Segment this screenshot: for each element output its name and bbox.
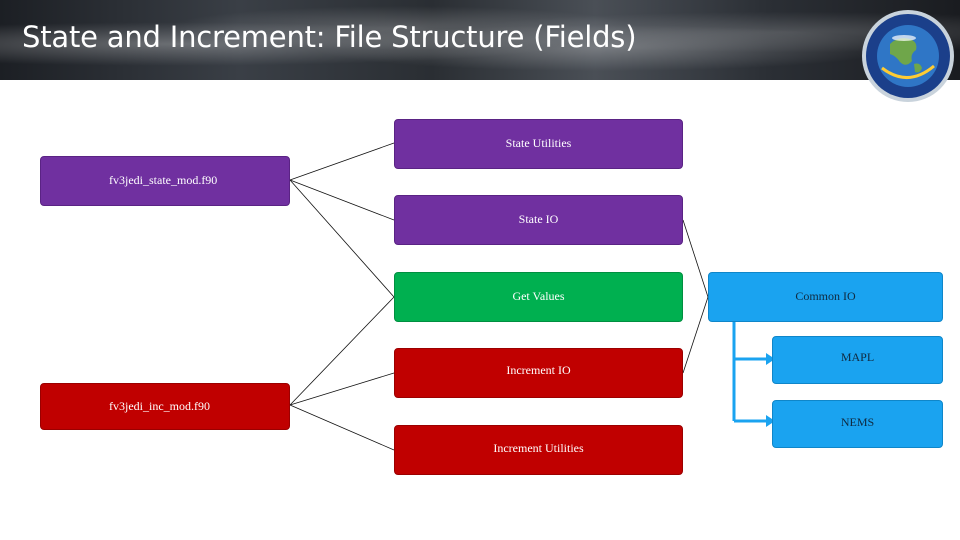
inc-module-box: fv3jedi_inc_mod.f90 <box>40 383 290 430</box>
connector-incio-to-common <box>682 296 709 374</box>
arrowhead-mapl-icon <box>766 353 775 365</box>
increment-io-box: Increment IO <box>394 348 683 398</box>
arrowhead-nems-icon <box>766 415 775 427</box>
mapl-box: MAPL <box>772 336 943 384</box>
connector-inc-to-utilities <box>289 404 395 451</box>
increment-utilities-box: Increment Utilities <box>394 425 683 475</box>
state-io-box: State IO <box>394 195 683 245</box>
state-utilities-box: State Utilities <box>394 119 683 169</box>
header-banner: State and Increment: File Structure (Fie… <box>0 0 960 102</box>
connector-state-to-io <box>289 179 395 221</box>
common-io-box: Common IO <box>708 272 943 322</box>
get-values-box: Get Values <box>394 272 683 322</box>
jcsda-globe-logo-icon <box>862 10 954 102</box>
connector-inc-to-getvalues <box>289 296 395 406</box>
slide-title: State and Increment: File Structure (Fie… <box>22 20 637 54</box>
connector-state-to-utilities <box>289 142 395 181</box>
nems-box: NEMS <box>772 400 943 448</box>
state-module-box: fv3jedi_state_mod.f90 <box>40 156 290 206</box>
connector-inc-to-io <box>289 372 395 406</box>
connector-state-to-getvalues <box>289 179 395 298</box>
connector-stateio-to-common <box>682 219 709 298</box>
